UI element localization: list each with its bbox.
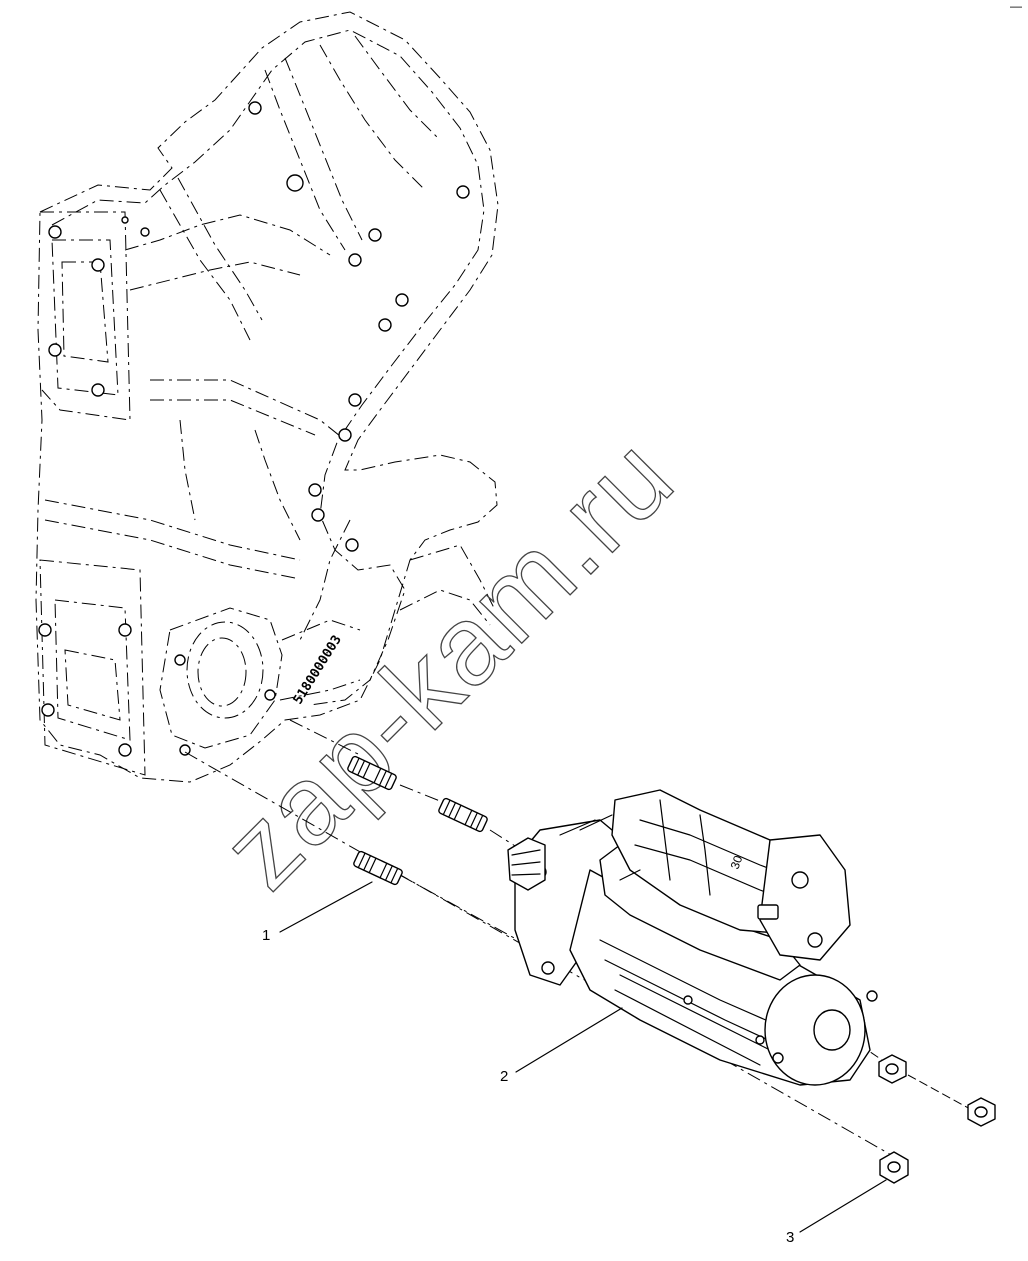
callout-leaders: [279, 881, 887, 1233]
corner-mark: —: [1010, 0, 1022, 13]
flywheel-housing: [35, 11, 499, 783]
callout-2: 2: [500, 1068, 508, 1085]
stud-bolt: [438, 797, 488, 833]
housing-bolt-holes: [38, 101, 470, 757]
hex-nut: [879, 1151, 909, 1184]
callout-3: 3: [786, 1229, 794, 1246]
starter-mark: 30: [728, 853, 746, 871]
hex-nut: [967, 1097, 996, 1127]
callout-1: 1: [262, 927, 270, 944]
stud-bolt: [353, 850, 403, 886]
hex-nut: [878, 1054, 907, 1084]
stud-bolt: [347, 755, 397, 791]
starter-motor: 30: [507, 789, 878, 1086]
